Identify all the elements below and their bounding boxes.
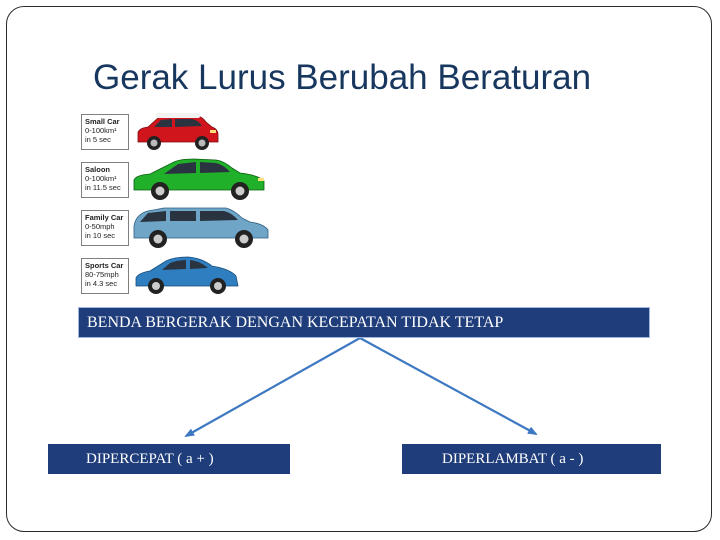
car-label-family: Family Car 0-50mph in 10 sec — [81, 210, 129, 246]
sports-car-icon — [135, 256, 239, 294]
arrow-to-dipercepat — [184, 337, 361, 437]
main-concept-box: BENDA BERGERAK DENGAN KECEPATAN TIDAK TE… — [78, 307, 650, 338]
dipercepat-text: DIPERCEPAT ( a + ) — [86, 450, 214, 467]
car-label-small: Small Car 0-100km¹ in 5 sec — [81, 114, 129, 150]
car-illustration: Small Car 0-100km¹ in 5 sec Saloon 0-100… — [80, 112, 280, 304]
car-label-saloon: Saloon 0-100km¹ in 11.5 sec — [81, 162, 129, 198]
car-label-sports: Sports Car 80-75mph in 4.3 sec — [81, 258, 129, 294]
dipercepat-box: DIPERCEPAT ( a + ) — [48, 444, 290, 474]
slide-title: Gerak Lurus Berubah Beraturan — [93, 58, 592, 97]
small-car-icon — [137, 113, 219, 150]
family-car-icon — [133, 207, 269, 248]
diperlambat-text: DIPERLAMBAT ( a - ) — [442, 450, 584, 467]
saloon-car-icon — [133, 158, 265, 200]
diperlambat-box: DIPERLAMBAT ( a - ) — [402, 444, 661, 474]
main-concept-text: BENDA BERGERAK DENGAN KECEPATAN TIDAK TE… — [87, 313, 504, 331]
arrow-to-diperlambat — [359, 337, 538, 435]
slide-frame — [6, 6, 712, 532]
